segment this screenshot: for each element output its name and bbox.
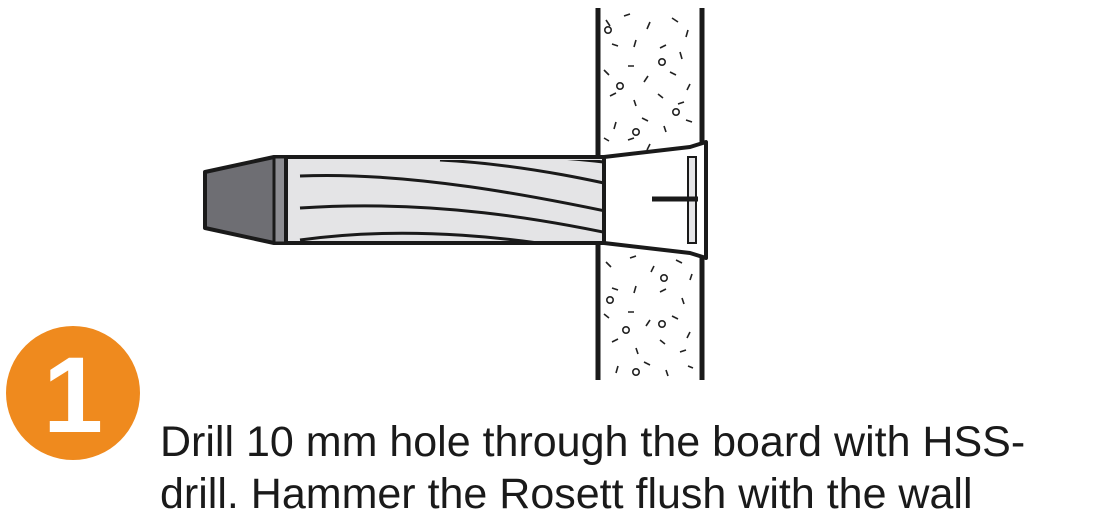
caption-line-2: drill. Hammer the Rosett flush with the … (160, 470, 973, 518)
rosett-flange (602, 140, 708, 260)
caption-line-1: Drill 10 mm hole through the board with … (160, 418, 1026, 466)
step-number: 1 (42, 334, 104, 455)
installation-illustration (203, 8, 708, 380)
step-number-badge: 1 (6, 326, 140, 460)
instruction-caption: Drill 10 mm hole through the board with … (160, 416, 1105, 520)
board-texture (603, 13, 694, 377)
